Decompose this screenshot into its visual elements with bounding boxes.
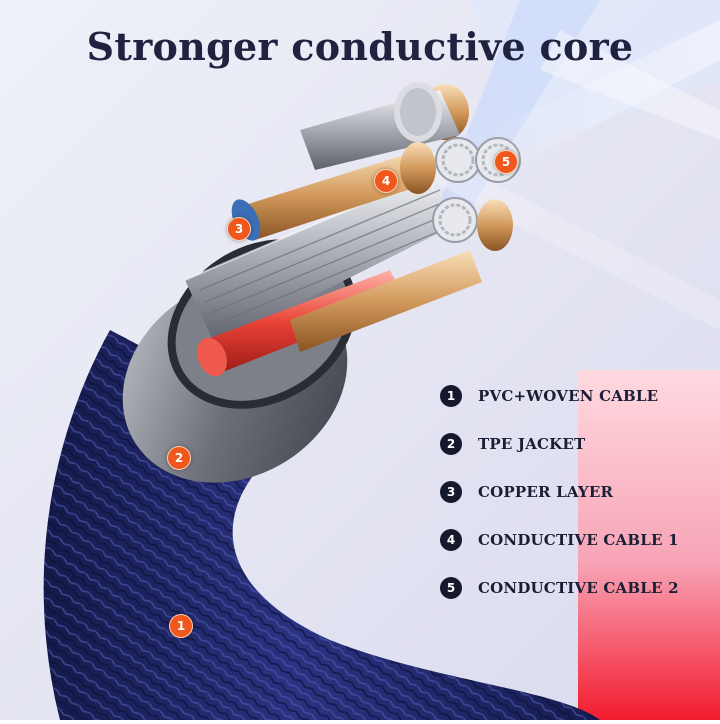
legend-item: 3 COPPER LAYER [440, 468, 700, 516]
legend-number-badge: 3 [440, 481, 462, 503]
marker-conductive-cable-1: 4 [374, 169, 398, 193]
page-title: Stronger conductive core [86, 24, 634, 69]
legend-label: CONDUCTIVE CABLE 1 [478, 531, 679, 549]
legend-item: 4 CONDUCTIVE CABLE 1 [440, 516, 700, 564]
legend-label: PVC+WOVEN CABLE [478, 387, 659, 405]
marker-pvc-woven-cable: 1 [169, 614, 193, 638]
legend-label: CONDUCTIVE CABLE 2 [478, 579, 679, 597]
legend-item: 5 CONDUCTIVE CABLE 2 [440, 564, 700, 612]
marker-conductive-cable-2: 5 [494, 150, 518, 174]
marker-copper-layer: 3 [227, 217, 251, 241]
legend-number-badge: 2 [440, 433, 462, 455]
component-legend: 1 PVC+WOVEN CABLE 2 TPE JACKET 3 COPPER … [440, 372, 700, 612]
legend-number-badge: 4 [440, 529, 462, 551]
legend-number-badge: 1 [440, 385, 462, 407]
marker-tpe-jacket: 2 [167, 446, 191, 470]
legend-label: COPPER LAYER [478, 483, 614, 501]
legend-label: TPE JACKET [478, 435, 586, 453]
legend-item: 1 PVC+WOVEN CABLE [440, 372, 700, 420]
legend-item: 2 TPE JACKET [440, 420, 700, 468]
legend-number-badge: 5 [440, 577, 462, 599]
